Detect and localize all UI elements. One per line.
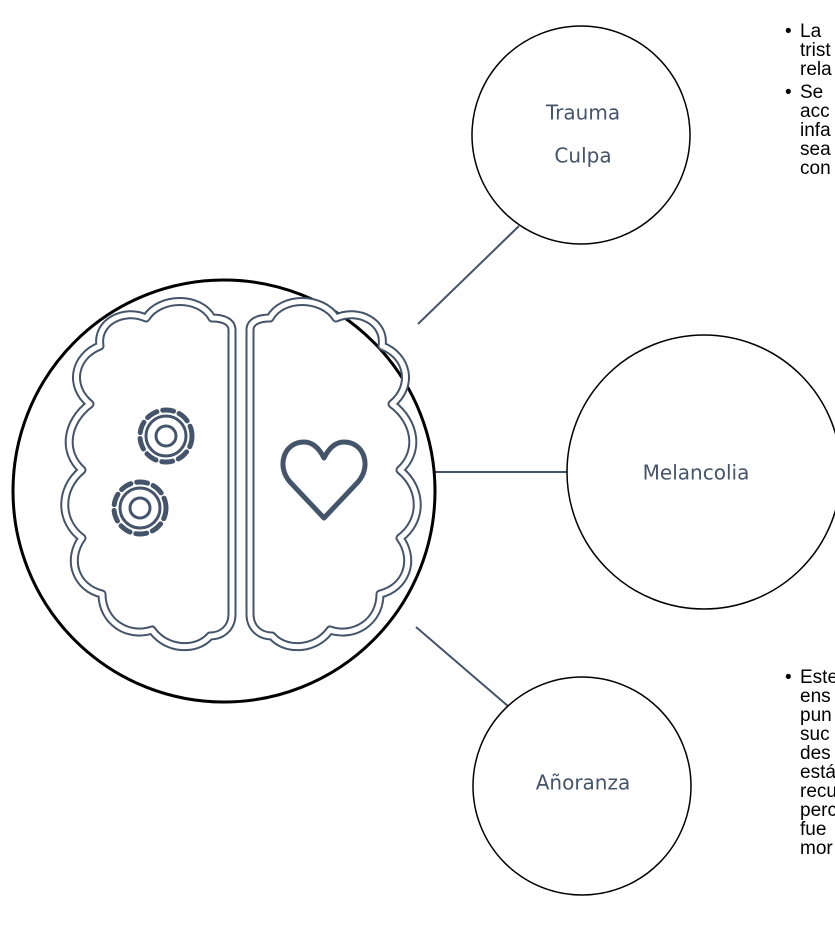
brain-gears-heart-icon xyxy=(60,297,422,652)
node-label-anoranza: Añoranza xyxy=(536,771,631,795)
connector-bottom xyxy=(415,626,517,714)
node-circle-middle xyxy=(566,334,835,610)
connector-top xyxy=(417,225,520,325)
central-circle xyxy=(11,278,437,704)
note-item: Este ens pun suc des está recu perc fue … xyxy=(780,668,835,858)
note-item: Se acc infa sea con xyxy=(780,83,835,178)
node-label-trauma: Trauma xyxy=(545,101,620,125)
node-circle-bottom xyxy=(472,676,692,896)
node-label-melancolia: Melancolia xyxy=(643,461,750,485)
notes-top: La trist rela Se acc infa sea con xyxy=(780,22,835,272)
heart-icon xyxy=(280,439,368,521)
node-circle-top xyxy=(471,25,691,245)
notes-bottom: Este ens pun suc des está recu perc fue … xyxy=(780,668,835,950)
gear-icon xyxy=(111,479,169,537)
node-label-culpa: Culpa xyxy=(554,144,611,168)
note-item: La trist rela xyxy=(780,22,835,79)
gear-icon xyxy=(137,407,195,465)
